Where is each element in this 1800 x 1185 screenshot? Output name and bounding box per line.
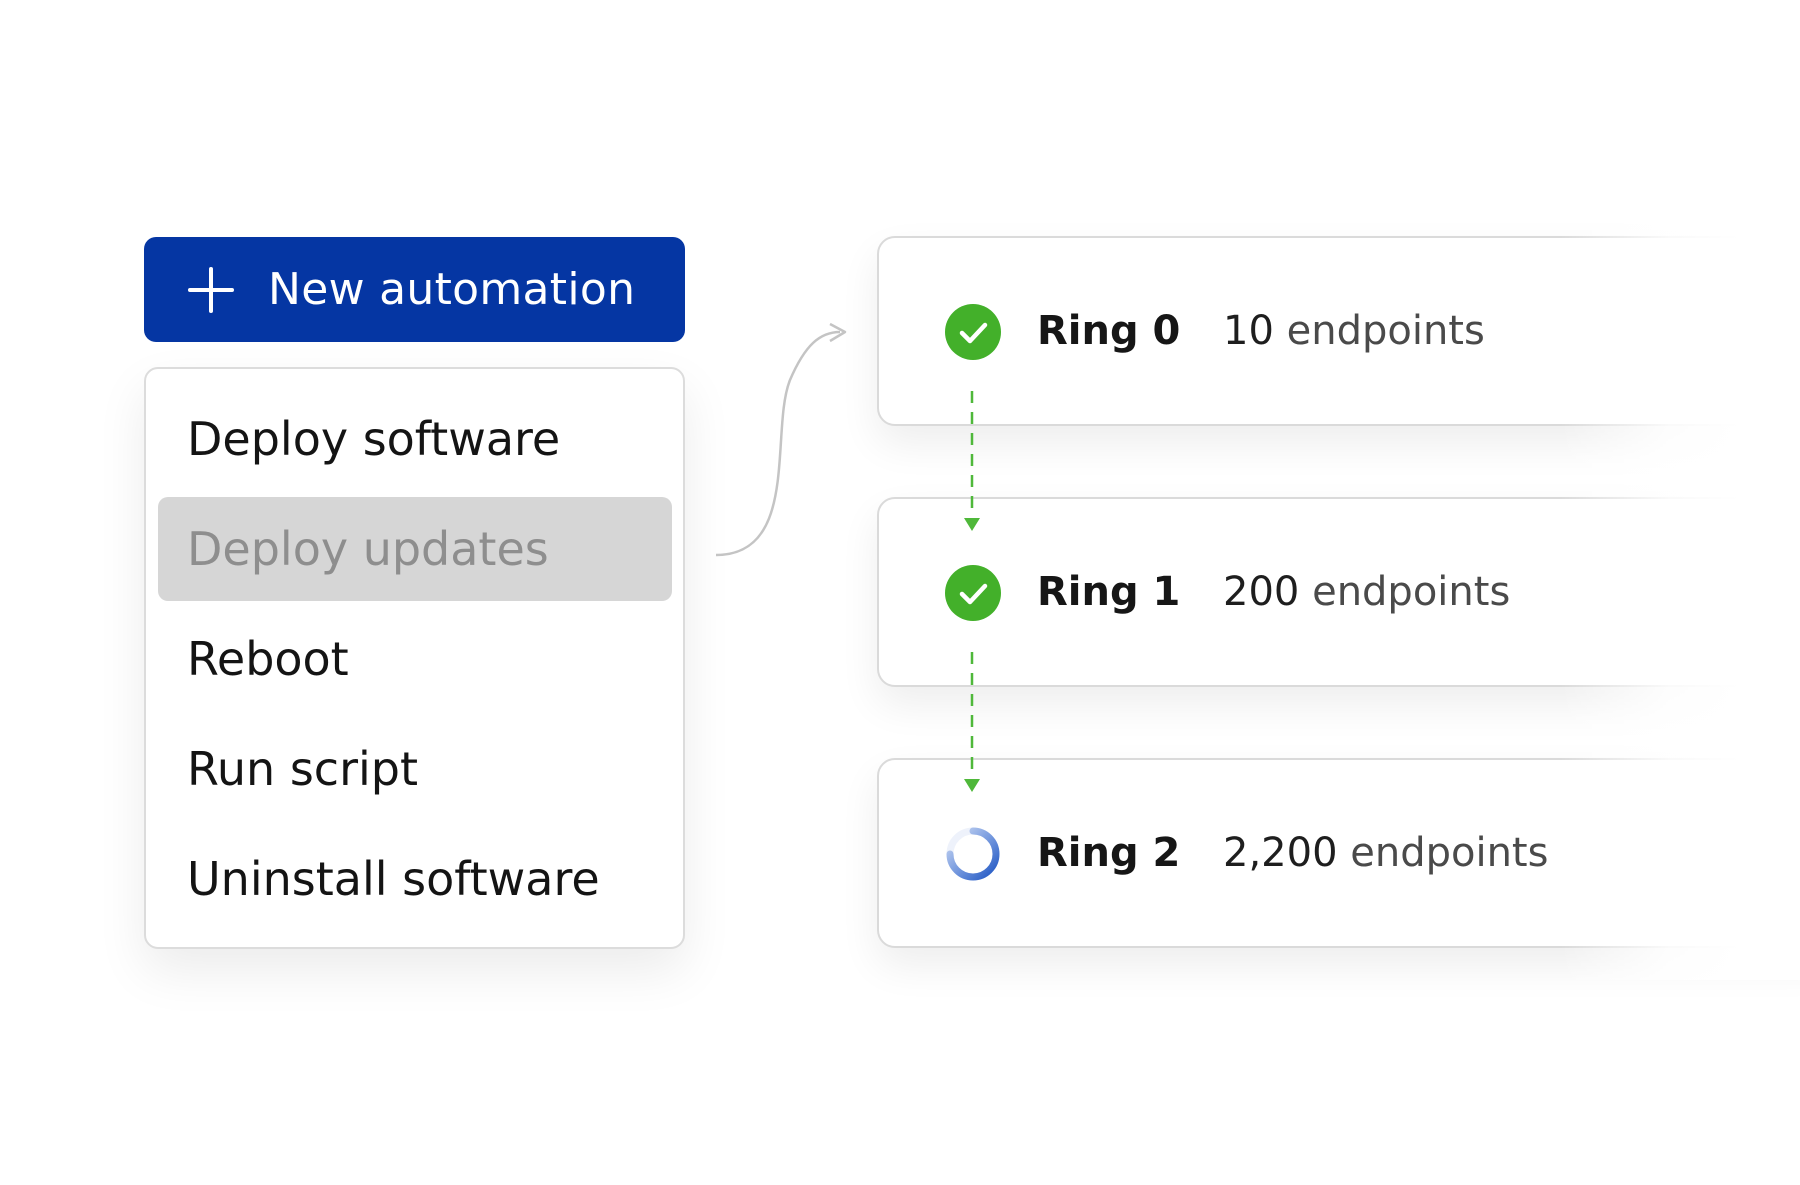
menu-item-deploy-software[interactable]: Deploy software <box>187 412 561 466</box>
endpoint-count-value: 2,200 <box>1223 830 1338 876</box>
endpoint-count: 10 endpoints <box>1223 238 1485 424</box>
endpoint-count: 2,200 endpoints <box>1223 760 1548 946</box>
plus-icon <box>188 266 234 313</box>
automation-type-menu: Deploy software Deploy updates Reboot Ru… <box>144 367 685 949</box>
menu-item-run-script[interactable]: Run script <box>187 742 419 796</box>
endpoint-count-unit: endpoints <box>1286 308 1485 354</box>
ring-card: Ring 2 2,200 endpoints <box>877 758 1800 948</box>
ring-name: Ring 0 <box>1037 308 1181 354</box>
menu-item-reboot[interactable]: Reboot <box>187 632 349 686</box>
endpoint-count-unit: endpoints <box>1312 569 1511 615</box>
endpoint-count: 200 endpoints <box>1223 499 1510 685</box>
curved-arrow <box>715 330 841 557</box>
check-circle-icon <box>945 304 1001 360</box>
arrow-head-icon <box>829 322 847 343</box>
endpoint-count-value: 10 <box>1223 308 1274 354</box>
new-automation-label: New automation <box>268 264 636 315</box>
endpoint-count-value: 200 <box>1223 569 1300 615</box>
check-circle-icon <box>945 565 1001 621</box>
spinner-icon <box>946 827 1000 881</box>
ring-card: Ring 0 10 endpoints <box>877 236 1800 426</box>
endpoint-count-unit: endpoints <box>1350 830 1549 876</box>
ring-name: Ring 1 <box>1037 569 1181 615</box>
ring-card: Ring 1 200 endpoints <box>877 497 1800 687</box>
ring-name: Ring 2 <box>1037 830 1181 876</box>
new-automation-button[interactable]: New automation <box>144 237 685 342</box>
menu-item-deploy-updates[interactable]: Deploy updates <box>158 497 672 601</box>
menu-item-uninstall-software[interactable]: Uninstall software <box>187 852 600 906</box>
